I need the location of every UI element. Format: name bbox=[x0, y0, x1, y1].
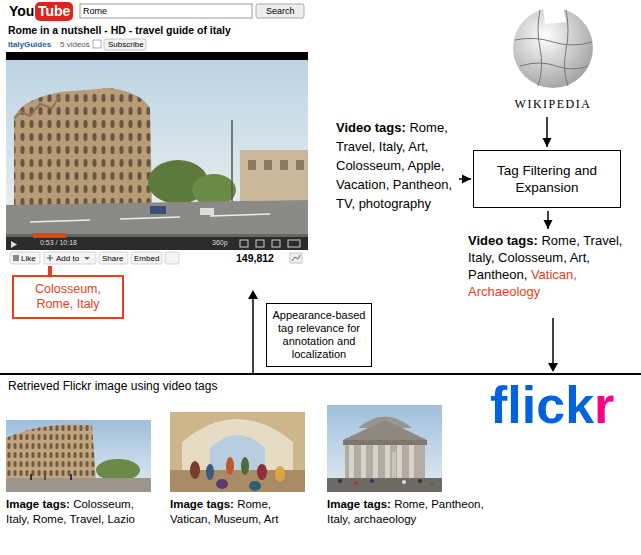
connector-arrow bbox=[544, 211, 553, 229]
button-text: Like bbox=[21, 254, 36, 263]
connector-arrow bbox=[459, 175, 471, 184]
connector-arrow bbox=[50, 266, 51, 275]
wikipedia-logo: WIKIPEDIA bbox=[494, 0, 612, 114]
tag-list: Video tags: Rome, Travel, Italy, Colosse… bbox=[468, 232, 628, 300]
image-caption: Image tags: Colosseum, Italy, Rome, Trav… bbox=[6, 497, 156, 527]
image-thumbnail: Image tags: Rome, Vatican, Museum, Art bbox=[170, 412, 305, 492]
node-text: Rome in a nutshell - HD - travel guide o… bbox=[8, 24, 231, 36]
button-text: Search bbox=[266, 6, 295, 16]
connector-arrow bbox=[543, 117, 552, 147]
tag-text: Video tags: Rome, Travel, Italy, Colosse… bbox=[468, 232, 628, 300]
ui-text: 360p bbox=[212, 239, 228, 247]
button-text: Embed bbox=[134, 254, 159, 263]
node-text: WIKIPEDIA bbox=[494, 97, 612, 112]
image-thumbnail: Image tags: Colosseum, Italy, Rome, Trav… bbox=[6, 420, 151, 492]
callout-box: Colosseum, Rome, Italy bbox=[12, 275, 124, 319]
node-text: Image tags: bbox=[6, 498, 70, 510]
logo-text: You bbox=[9, 3, 34, 19]
tag-list: Video tags: Rome, Travel, Italy, Art, Co… bbox=[336, 118, 456, 213]
node-text: Video tags: bbox=[336, 120, 406, 135]
node-text: Video tags: bbox=[468, 233, 538, 248]
ui-text: 5 videos bbox=[60, 40, 90, 49]
button-text: Share bbox=[102, 254, 123, 263]
node-text: Image tags: bbox=[170, 498, 234, 510]
tag-text: Video tags: Rome, Travel, Italy, Art, Co… bbox=[336, 118, 456, 213]
image-thumbnail: Image tags: Rome, Pantheon, Italy, archa… bbox=[327, 405, 442, 492]
image-caption: Image tags: Rome, Pantheon, Italy, archa… bbox=[327, 497, 487, 527]
flickr-logo: flickr bbox=[490, 376, 614, 436]
node-text: Appearance-based tag relevance for annot… bbox=[272, 309, 366, 361]
node-text: Colosseum, Rome, Italy bbox=[18, 282, 118, 312]
process-box: Appearance-based tag relevance for annot… bbox=[266, 303, 372, 367]
logo-text: Tube bbox=[38, 3, 70, 19]
search-text: Rome bbox=[83, 6, 107, 16]
time-text: 0:53 / 10:18 bbox=[40, 239, 77, 247]
node-text: Tag Filtering and Expansion bbox=[480, 162, 614, 196]
channel-name: ItalyGuides bbox=[8, 40, 51, 49]
node-text: Image tags: bbox=[327, 498, 391, 510]
video-screenshot: Rome in a nutshell - HD - travel guide o… bbox=[6, 0, 308, 266]
button-text: Add to bbox=[56, 254, 79, 263]
section-label: Retrieved Flickr image using video tags bbox=[8, 380, 217, 394]
process-box: Tag Filtering and Expansion bbox=[473, 150, 621, 208]
button-text: Subscribe bbox=[108, 40, 144, 49]
image-caption: Image tags: Rome, Vatican, Museum, Art bbox=[170, 497, 310, 527]
view-count: 149,812 bbox=[236, 252, 274, 264]
